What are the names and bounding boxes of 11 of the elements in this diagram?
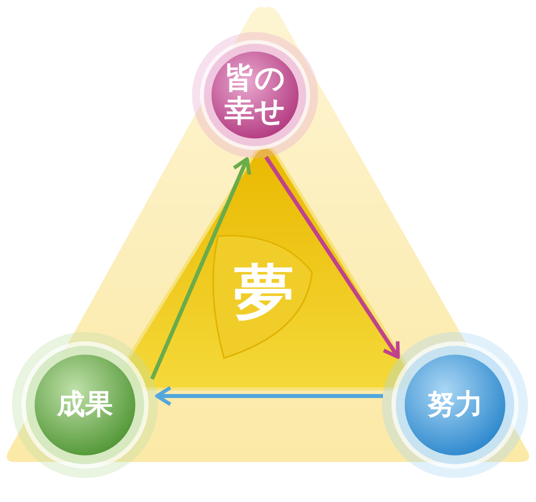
center-label: 夢 bbox=[233, 260, 295, 326]
arrow bbox=[155, 386, 383, 406]
circle-node bbox=[11, 331, 159, 479]
circle-node bbox=[191, 31, 319, 159]
circle-label: 皆の幸せ bbox=[224, 62, 286, 128]
arrow bbox=[264, 156, 400, 359]
triangle-node bbox=[210, 232, 314, 360]
arrow bbox=[150, 157, 252, 380]
circle-label: 成果 bbox=[56, 390, 114, 420]
circle-node bbox=[381, 331, 529, 479]
circle-label: 努力 bbox=[426, 390, 484, 420]
